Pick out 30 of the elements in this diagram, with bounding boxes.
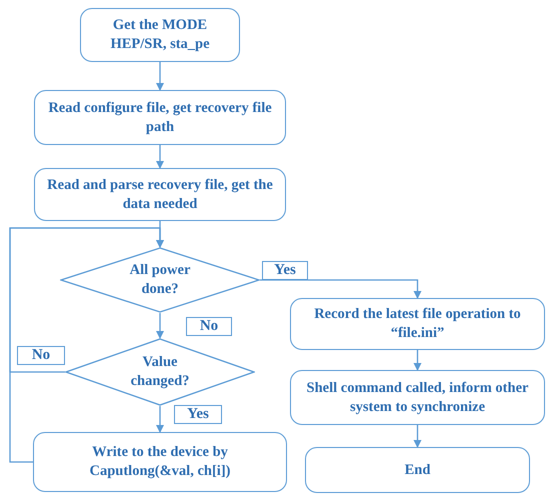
decision-diamond <box>65 338 255 406</box>
arrow <box>156 406 164 433</box>
edge-label: Yes <box>262 261 308 280</box>
arrow <box>156 145 164 169</box>
decision-diamond <box>60 247 260 313</box>
process-box <box>34 168 286 221</box>
node-text: Record the latest file operation to “file.ini” <box>313 305 522 343</box>
process-box <box>290 370 545 425</box>
node-text: Shell command called, inform other system to synchronize <box>306 378 530 416</box>
node-text: Get the MODE HEP/SR, sta_pe <box>109 16 211 54</box>
arrow <box>156 62 164 91</box>
arrow <box>9 227 164 463</box>
process-box <box>34 90 286 145</box>
arrow <box>260 279 422 299</box>
node-text: Value changed? <box>130 353 190 391</box>
node-text: All power done? <box>128 261 192 299</box>
arrow <box>414 350 422 371</box>
process-box <box>305 447 530 493</box>
process-box <box>33 432 287 492</box>
node-text: End <box>404 460 430 480</box>
edge-label: Yes <box>174 405 222 424</box>
arrow <box>414 425 422 448</box>
edge-label: No <box>17 346 65 365</box>
node-text: Write to the device by Caputlong(&val, ch[i]) <box>88 443 232 481</box>
node-text: Read and parse recovery file, get the data needed <box>46 176 274 214</box>
edge-label: No <box>186 317 232 336</box>
arrow <box>156 313 164 339</box>
process-box <box>290 298 545 350</box>
node-text: Read configure file, get recovery file path <box>47 98 273 136</box>
process-box <box>80 8 240 62</box>
